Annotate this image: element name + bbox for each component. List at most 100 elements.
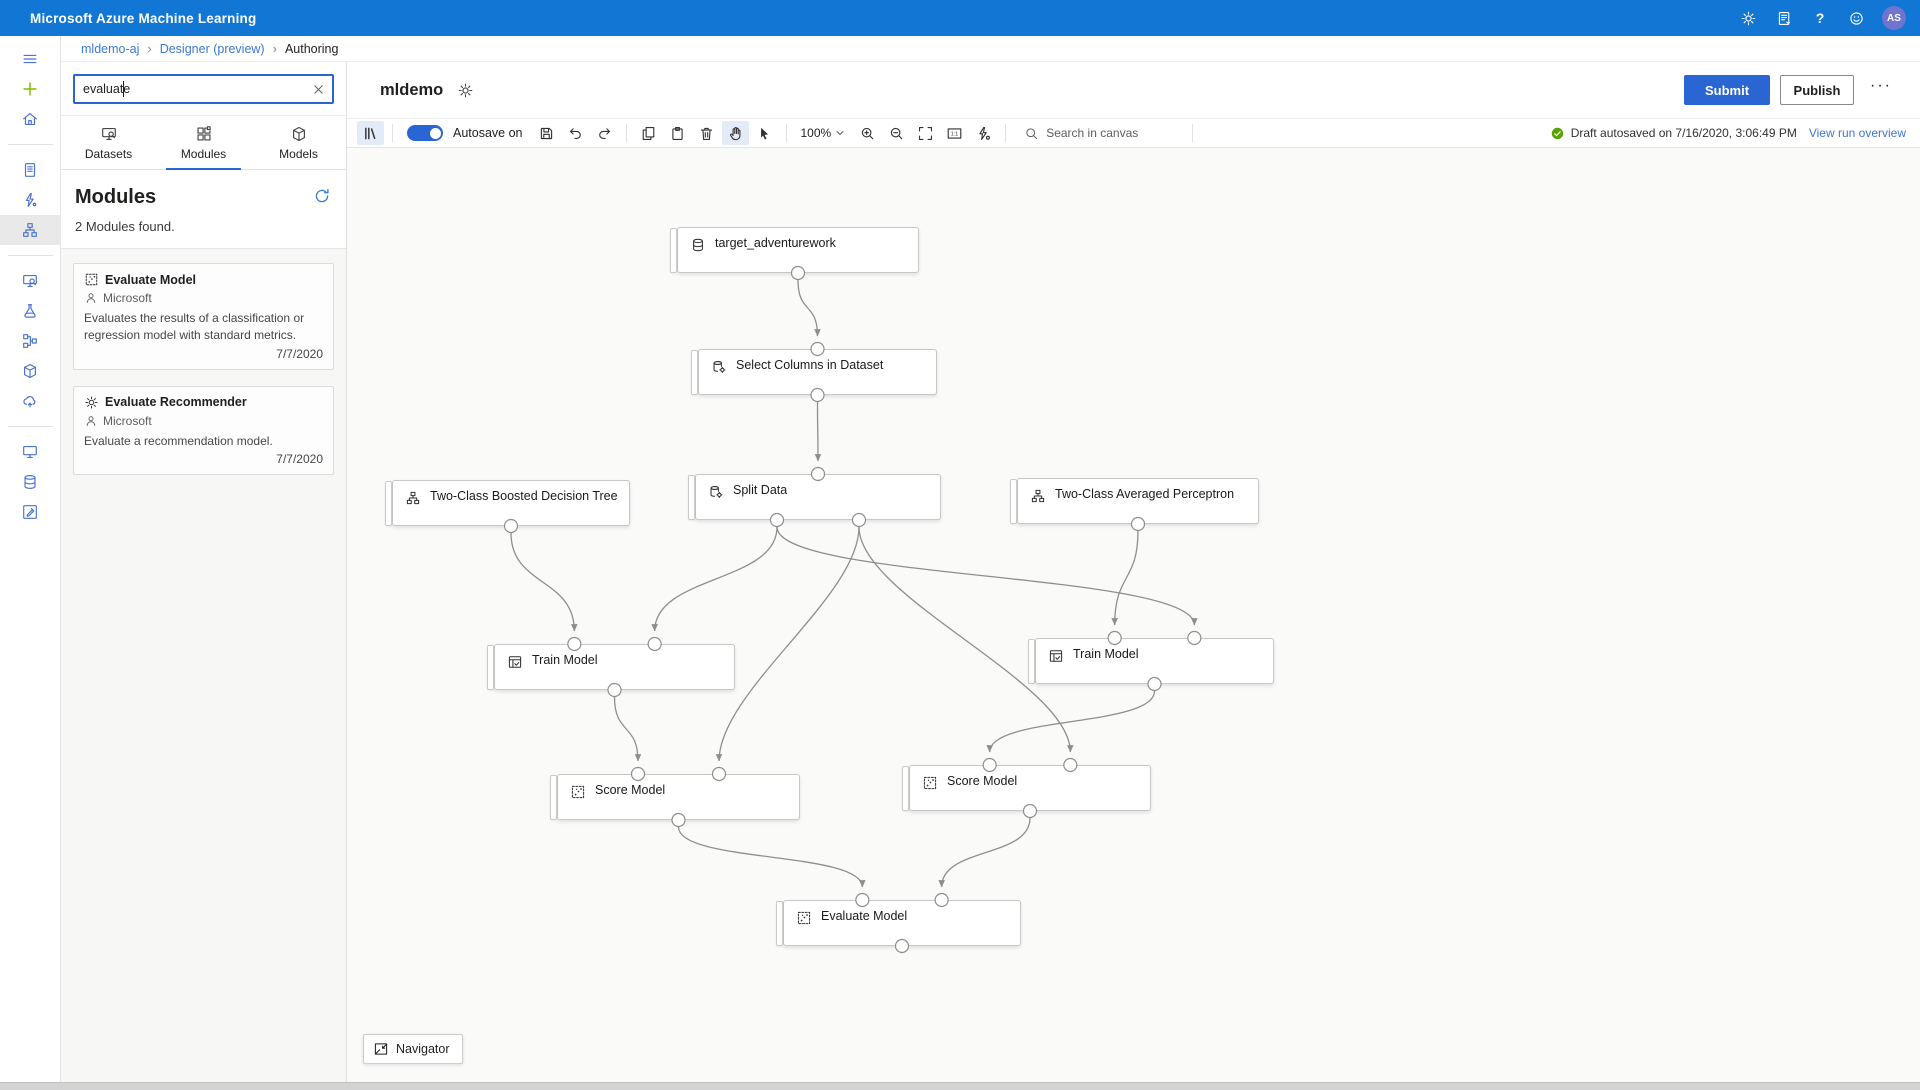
paste-icon[interactable]: [664, 121, 691, 145]
sidebar-item-data-labeling[interactable]: [0, 497, 61, 527]
sidebar-item-pipelines[interactable]: [0, 326, 61, 356]
canvas-node-score-left[interactable]: Score Model: [550, 774, 800, 820]
edge-train-left-to-score-left[interactable]: [613, 696, 642, 762]
train-icon: [507, 654, 523, 670]
canvas-node-dataset[interactable]: target_adventurework: [670, 227, 919, 273]
autosave-label: Autosave on: [453, 126, 523, 140]
navigator-icon: [373, 1041, 389, 1057]
canvas-search-input[interactable]: Search in canvas: [1014, 126, 1184, 141]
breadcrumb: mldemo-aj › Designer (preview) › Authori…: [61, 36, 1920, 62]
breadcrumb-designer[interactable]: Designer (preview): [159, 41, 265, 56]
navigator-button[interactable]: Navigator: [363, 1034, 463, 1064]
pan-hand-icon[interactable]: [721, 121, 749, 145]
topbar-actions: ? AS: [1734, 4, 1906, 32]
db-gear-icon: [711, 359, 727, 375]
edge-tc-boosted-tree-to-train-left[interactable]: [510, 532, 578, 632]
release-notes-icon[interactable]: [1770, 4, 1798, 32]
sidebar-item-datastores[interactable]: [0, 467, 61, 497]
sidebar-item-models[interactable]: [0, 356, 61, 386]
sidebar-item-experiments[interactable]: [0, 296, 61, 326]
pipeline-settings-icon[interactable]: [457, 82, 474, 99]
flowchart-icon: [1030, 488, 1046, 504]
edge-tc-avg-perceptron-to-train-right[interactable]: [1111, 530, 1139, 626]
edge-score-right-to-evaluate[interactable]: [938, 817, 1031, 888]
db-gear-icon: [708, 484, 724, 500]
undo-icon[interactable]: [562, 121, 589, 145]
clear-search-icon[interactable]: [311, 82, 326, 97]
sidebar-item-notebooks[interactable]: [0, 155, 61, 185]
tab-datasets[interactable]: Datasets: [61, 116, 156, 169]
cloud-icon: [21, 392, 39, 410]
canvas-node-split-data[interactable]: Split Data: [688, 474, 941, 520]
canvas-node-score-right[interactable]: Score Model: [902, 765, 1151, 811]
select-pointer-icon[interactable]: [751, 121, 778, 145]
refresh-icon[interactable]: [312, 186, 332, 206]
sidebar-item-home[interactable]: [0, 104, 61, 134]
publish-button[interactable]: Publish: [1780, 75, 1855, 105]
edge-score-left-to-evaluate[interactable]: [677, 826, 866, 888]
tab-modules[interactable]: Modules: [156, 116, 251, 170]
actual-size-icon[interactable]: 1:1: [941, 121, 968, 145]
author-icon: [84, 291, 98, 305]
copy-icon[interactable]: [635, 121, 662, 145]
edge-split-data-to-train-left[interactable]: [651, 526, 778, 632]
breadcrumb-workspace[interactable]: mldemo-aj: [81, 41, 140, 56]
smiley-feedback-icon[interactable]: [1842, 4, 1870, 32]
horizontal-scrollbar[interactable]: [0, 1082, 1920, 1090]
canvas-toolbar: Autosave on 100%: [347, 118, 1920, 148]
database-icon: [21, 473, 39, 491]
text-caret: [123, 81, 124, 97]
sidebar-item-menu[interactable]: [0, 44, 61, 74]
library-toggle-icon[interactable]: [357, 121, 384, 145]
canvas-node-select-columns[interactable]: Select Columns in Dataset: [691, 349, 937, 395]
edge-select-columns-to-split-data[interactable]: [814, 401, 822, 462]
help-icon[interactable]: ?: [1815, 10, 1825, 26]
save-icon[interactable]: [533, 121, 560, 145]
sidebar-item-create-new[interactable]: [0, 74, 61, 104]
avatar[interactable]: AS: [1882, 6, 1906, 30]
modules-tab-icon: [195, 125, 213, 143]
monitor-search-icon: [21, 272, 39, 290]
rail-divider: [7, 144, 53, 145]
sidebar-item-designer[interactable]: [0, 215, 61, 245]
module-results-list: Evaluate Model Microsoft Evaluates the r…: [61, 249, 346, 1082]
delete-icon[interactable]: [693, 121, 720, 145]
submit-button[interactable]: Submit: [1684, 75, 1771, 105]
more-options-button[interactable]: ···: [1864, 77, 1898, 103]
canvas-node-train-left[interactable]: Train Model: [487, 644, 735, 690]
sidebar-item-datasets[interactable]: [0, 266, 61, 296]
palette-search-input[interactable]: [73, 74, 334, 104]
node-label: Split Data: [733, 483, 788, 497]
module-card-evaluate-model[interactable]: Evaluate Model Microsoft Evaluates the r…: [73, 263, 334, 370]
edge-split-data-to-train-right[interactable]: [776, 526, 1198, 626]
edge-dataset-to-select-columns[interactable]: [797, 279, 821, 337]
edge-split-data-to-score-left[interactable]: [715, 526, 860, 762]
module-card-evaluate-recommender[interactable]: Evaluate Recommender Microsoft Evaluate …: [73, 385, 334, 476]
edge-train-right-to-score-right[interactable]: [986, 690, 1156, 753]
canvas-node-train-right[interactable]: Train Model: [1028, 638, 1274, 684]
fit-to-screen-icon[interactable]: [912, 121, 939, 145]
zoom-out-icon[interactable]: [883, 121, 910, 145]
canvas-node-evaluate[interactable]: Evaluate Model: [776, 900, 1021, 946]
sidebar-item-compute[interactable]: [0, 437, 61, 467]
view-run-overview-link[interactable]: View run overview: [1808, 126, 1906, 140]
module-date: 7/7/2020: [276, 452, 323, 467]
zoom-level-dropdown[interactable]: 100%: [795, 126, 853, 140]
zoom-in-icon[interactable]: [854, 121, 881, 145]
train-icon: [1048, 648, 1064, 664]
autosave-toggle[interactable]: [407, 125, 443, 141]
module-palette-panel: Datasets Modules Models Modules 2 Modul: [61, 62, 347, 1082]
tab-models[interactable]: Models: [251, 116, 346, 169]
canvas-node-tc-avg-perceptron[interactable]: Two-Class Averaged Perceptron: [1010, 478, 1259, 524]
run-settings-icon[interactable]: [970, 121, 997, 145]
scatter-box-icon: [922, 775, 938, 791]
sidebar-item-endpoints[interactable]: [0, 386, 61, 416]
settings-icon[interactable]: [1734, 4, 1762, 32]
chevron-right-icon: ›: [147, 41, 152, 56]
plus-icon: [21, 80, 39, 98]
redo-icon[interactable]: [591, 121, 618, 145]
node-label: Train Model: [532, 653, 598, 667]
sidebar-item-automated-ml[interactable]: [0, 185, 61, 215]
canvas-node-tc-boosted-tree[interactable]: Two-Class Boosted Decision Tree: [385, 480, 630, 526]
